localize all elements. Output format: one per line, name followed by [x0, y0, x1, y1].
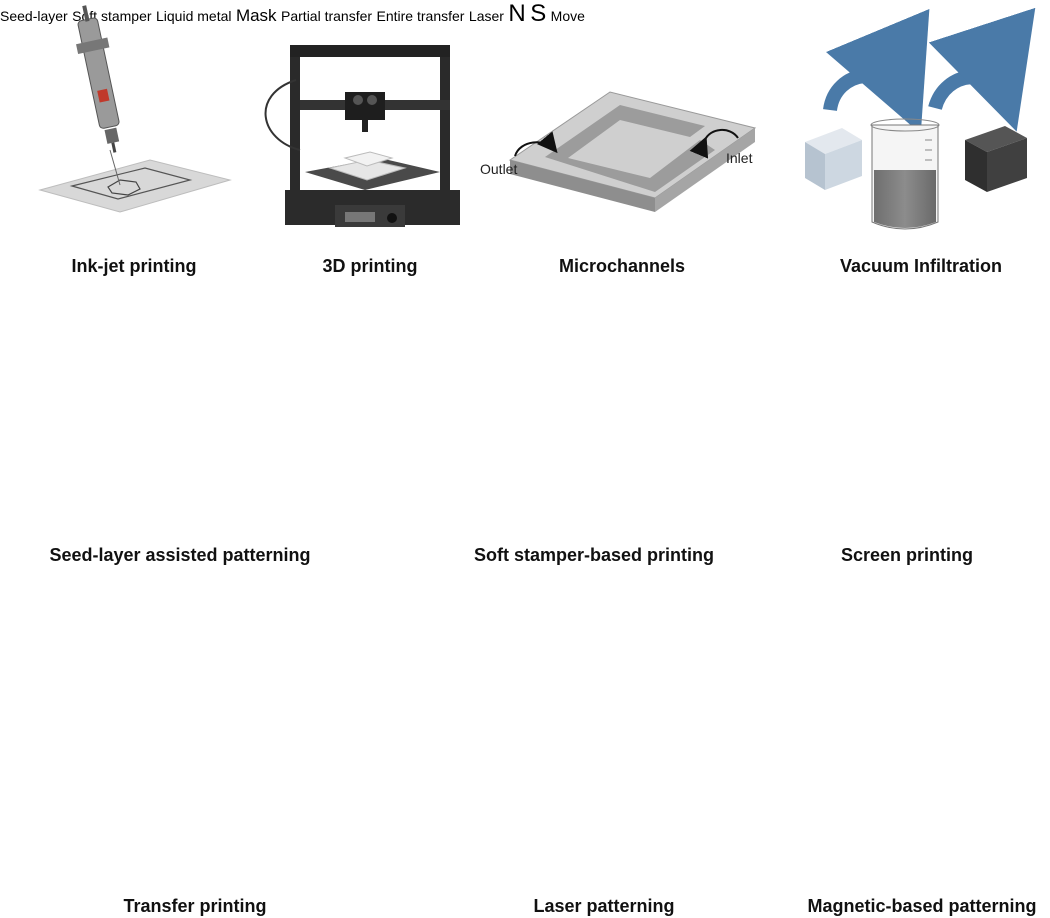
laser-patterning-illustration: Laser: [469, 8, 508, 25]
south-pole-label: S: [530, 0, 547, 27]
mask-label: Mask: [235, 6, 277, 25]
entire-transfer-label: Entire transfer: [376, 8, 465, 24]
caption-seed-layer: Seed-layer assisted patterning: [49, 545, 311, 565]
caption-inkjet: Ink-jet printing: [71, 256, 197, 276]
microchannels-illustration: Outlet Inlet: [480, 91, 757, 212]
caption-soft-stamper: Soft stamper-based printing: [473, 545, 715, 565]
caption-screen-printing: Screen printing: [840, 545, 974, 565]
printer-3d-illustration: [264, 45, 460, 227]
seed-layer-illustration: Seed-layer: [0, 8, 72, 25]
caption-3d-printing: 3D printing: [322, 256, 418, 276]
caption-magnetic-patterning: Magnetic-based patterning: [807, 896, 1037, 916]
magnetic-patterning-illustration: N S Move: [508, 0, 585, 27]
caption-vacuum-infiltration: Vacuum Infiltration: [839, 256, 1003, 276]
caption-laser-patterning: Laser patterning: [533, 896, 675, 916]
vacuum-infiltration-illustration: [805, 7, 1036, 230]
partial-transfer-label: Partial transfer: [281, 8, 373, 24]
liquid-metal-label: Liquid metal: [155, 8, 232, 24]
caption-transfer-printing: Transfer printing: [123, 896, 267, 916]
north-pole-label: N: [508, 0, 526, 27]
laser-label: Laser: [468, 8, 504, 24]
move-label: Move: [550, 8, 585, 24]
inlet-label: Inlet: [726, 150, 753, 166]
transfer-printing-illustration: Partial transfer Entire transfer: [281, 8, 469, 25]
inkjet-illustration: [38, 5, 232, 213]
seed-layer-label: Seed-layer: [0, 8, 68, 24]
outlet-label: Outlet: [480, 161, 517, 177]
caption-microchannels: Microchannels: [558, 256, 686, 276]
screen-printing-illustration: Mask: [235, 6, 281, 25]
